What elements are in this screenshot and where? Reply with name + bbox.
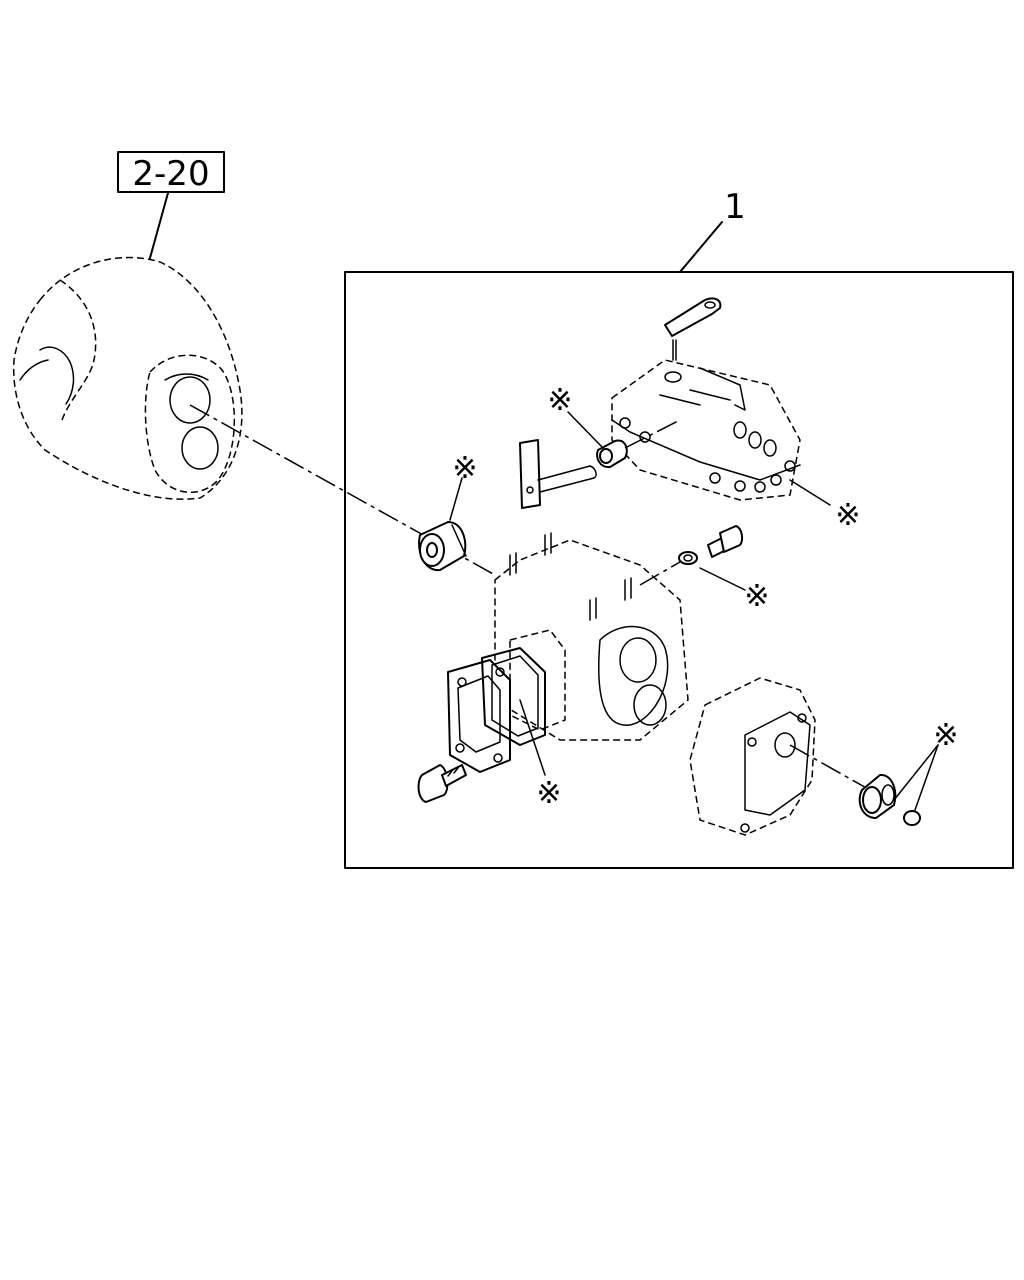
reference-leader [149,192,169,259]
assembly-callout: 1 [679,187,746,273]
extension-housing [689,677,816,836]
marker-symbols: ※ ※ ※ ※ ※ ※ [452,383,958,811]
rear-oil-seal [858,774,897,819]
gasket [481,647,546,746]
main-bearing [418,521,467,572]
plug-bolt [707,525,744,558]
top-cover [611,339,801,501]
assembly-frame [344,271,1014,869]
shift-lever [664,297,722,337]
marker-rear-seal: ※ [933,718,958,753]
marker-leaders [449,411,939,811]
marker-seal-upper: ※ [547,383,572,418]
axis-line-rear [789,744,871,791]
cover-bolt [417,764,467,803]
marker-top-cover-gasket: ※ [835,498,860,533]
clutch-housing [12,256,243,500]
marker-main-bearing: ※ [452,451,477,486]
washer [678,551,698,565]
reference-box [117,151,225,193]
assembly-leader [679,221,723,273]
marker-side-gasket: ※ [536,776,561,811]
axis-line-upper [624,419,681,449]
assembly-label: 1 [724,187,746,227]
axis-line-washer [639,561,681,586]
seal-upper [596,439,628,469]
o-ring [903,810,921,826]
gasket-seat [509,629,566,731]
side-cover [447,659,511,773]
reference-callout: 2-20 [117,151,225,259]
shift-shaft [519,439,597,509]
marker-washer: ※ [744,579,769,614]
transmission-case [494,532,689,741]
reference-label: 2-20 [132,154,209,194]
